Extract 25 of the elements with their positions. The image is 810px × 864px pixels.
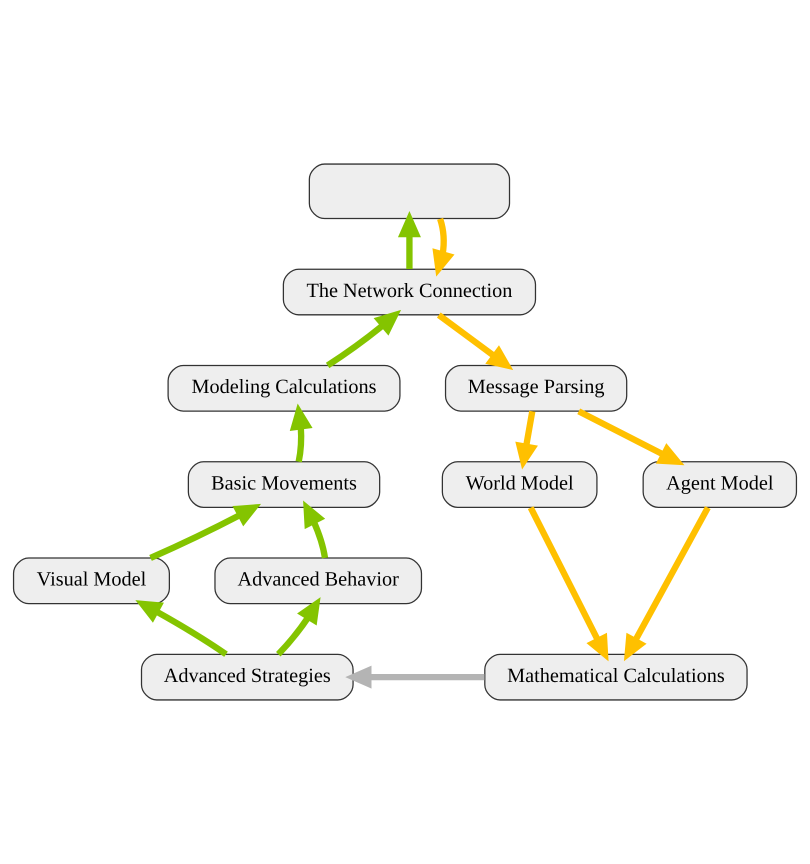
node-box: Mathematical Calculations — [484, 654, 748, 701]
node-box: Basic Movements — [188, 461, 380, 508]
arrow — [398, 210, 421, 269]
node-box: Modeling Calculations — [167, 364, 401, 412]
node-box: Advanced Strategies — [140, 654, 354, 701]
node-box: Visual Model — [12, 557, 170, 604]
node-box: Agent Model — [642, 461, 798, 508]
arrow — [515, 410, 538, 470]
arrow — [135, 600, 228, 657]
arrow — [149, 504, 262, 561]
node-box: The Network Connection — [282, 268, 536, 316]
arrow — [432, 218, 455, 277]
node-box: Message Parsing — [444, 364, 628, 412]
arrow — [276, 597, 321, 656]
node-box — [308, 163, 510, 220]
arrow — [624, 506, 711, 662]
arrow — [290, 403, 313, 462]
arrow — [326, 310, 402, 368]
arrow — [303, 500, 328, 558]
node-box: Advanced Behavior — [214, 557, 422, 604]
node-box: World Model — [442, 461, 598, 508]
arrow — [577, 408, 684, 466]
arrow — [345, 666, 485, 689]
arrow — [436, 312, 514, 370]
arrow — [528, 506, 609, 662]
